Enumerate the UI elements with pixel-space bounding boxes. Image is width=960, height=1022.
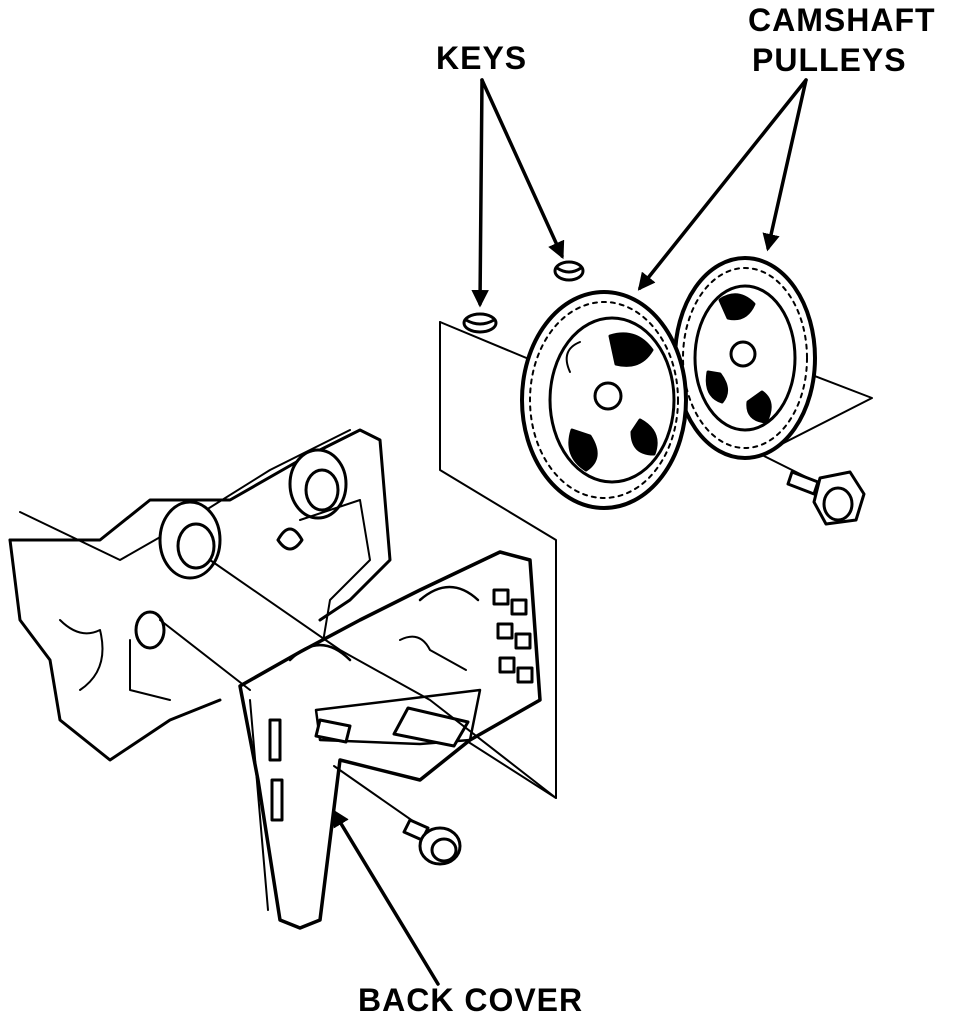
mounting-plane-upper — [433, 321, 557, 799]
alignment-line-cover — [159, 559, 557, 799]
back-cover — [238, 550, 542, 930]
pulley-bolt — [763, 455, 866, 526]
camshaft-pulleys-label-line2: PULLEYS — [752, 42, 907, 78]
callout-arrows — [332, 78, 808, 986]
camshaft-pulleys-label-line1: CAMSHAFT — [748, 2, 936, 38]
back-cover-label: BACK COVER — [358, 982, 584, 1018]
keys-label: KEYS — [436, 40, 528, 76]
camshaft-pulley-rear — [673, 256, 817, 460]
camshaft-pulley-front — [520, 290, 688, 510]
key-right — [553, 260, 585, 282]
key-left — [462, 312, 498, 334]
back-cover-bolt — [333, 765, 462, 866]
cylinder-head — [8, 428, 392, 762]
